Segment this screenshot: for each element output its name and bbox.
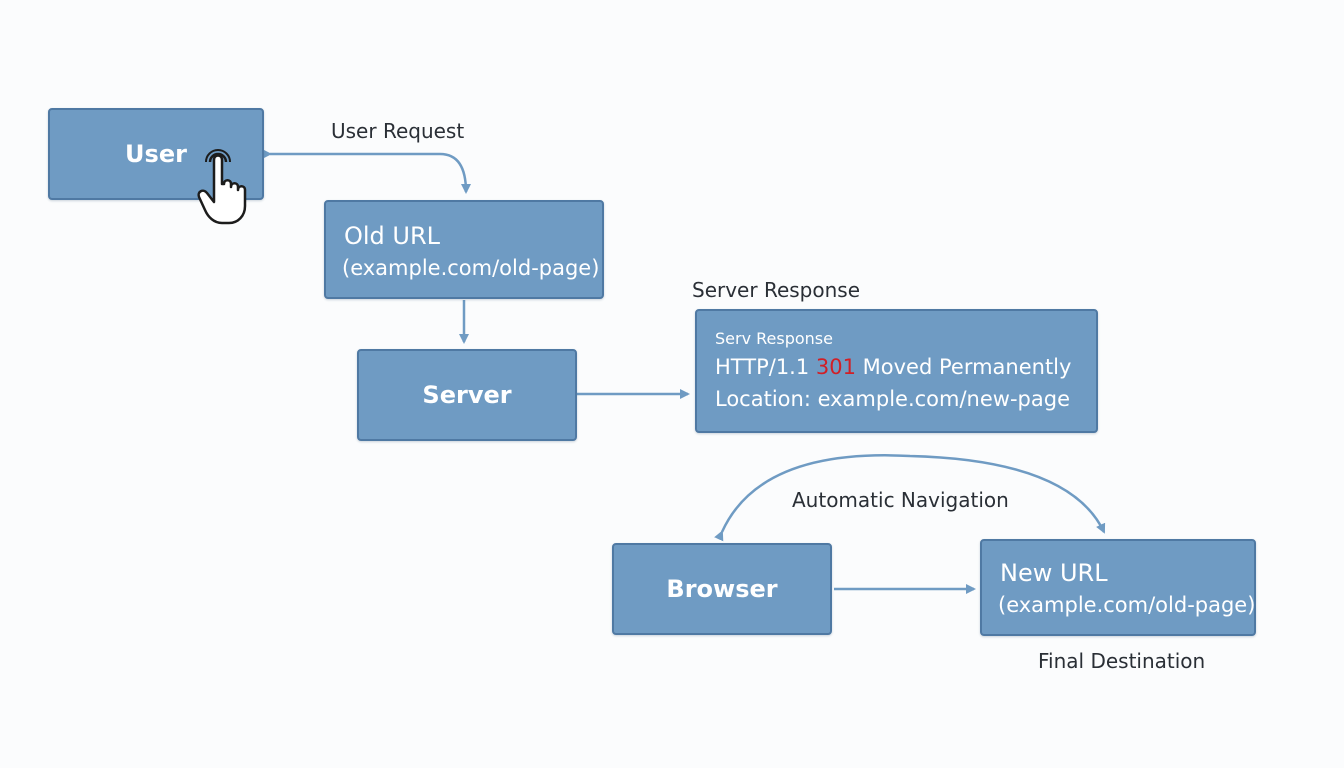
status-suffix: Moved Permanently (855, 355, 1072, 379)
new-url-node[interactable]: New URL (example.com/old-page) (980, 539, 1256, 636)
user-request-label: User Request (331, 119, 465, 143)
new-url-title: New URL (1000, 559, 1108, 587)
response-heading: Serv Response (715, 329, 833, 348)
final-destination-label: Final Destination (1038, 649, 1206, 673)
server-node[interactable]: Server (357, 349, 577, 441)
old-url-node[interactable]: Old URL (example.com/old-page) (324, 200, 604, 299)
server-response-node[interactable]: Serv Response HTTP/1.1 301 Moved Permane… (695, 309, 1098, 433)
new-url-subtitle: (example.com/old-page) (998, 593, 1256, 617)
automatic-navigation-label: Automatic Navigation (792, 488, 1009, 512)
browser-node-label: Browser (666, 575, 778, 603)
arrow-user-to-old-url (262, 149, 471, 194)
hand-pointer-icon (197, 149, 247, 225)
user-node-label: User (125, 140, 187, 168)
status-prefix: HTTP/1.1 (715, 355, 816, 379)
server-response-label: Server Response (692, 278, 860, 302)
old-url-title: Old URL (344, 222, 441, 250)
old-url-subtitle: (example.com/old-page) (342, 256, 600, 280)
server-node-label: Server (422, 381, 512, 409)
response-status-line: HTTP/1.1 301 Moved Permanently (715, 355, 1071, 379)
browser-node[interactable]: Browser (612, 543, 832, 635)
arrow-automatic-navigation (714, 454, 1106, 542)
response-location: Location: example.com/new-page (715, 387, 1070, 411)
status-code: 301 (815, 355, 856, 379)
